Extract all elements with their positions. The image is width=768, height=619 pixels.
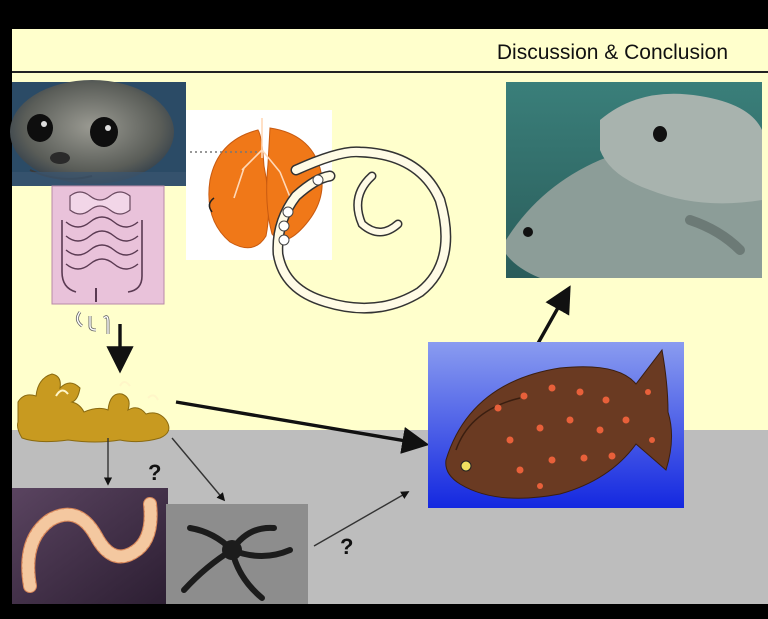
seal-intestine-diagram [52,186,164,304]
swimming-seal-image [506,82,762,278]
harbor-seal-face-image [10,80,186,186]
polychaete-worm-image [12,488,168,604]
question-mark-worm: ? [148,460,161,486]
brittle-star-image [166,504,308,604]
arrow-eggs-to-flounder [176,402,424,444]
parasite-eggs-cluster [18,374,169,442]
flounder-fish-image [428,342,684,508]
arrow-eggs-to-brittle-star [172,438,224,500]
question-mark-flounder: ? [340,534,353,560]
worm-larva-stages [77,312,108,334]
arrow-brittle-star-to-flounder [314,492,408,546]
